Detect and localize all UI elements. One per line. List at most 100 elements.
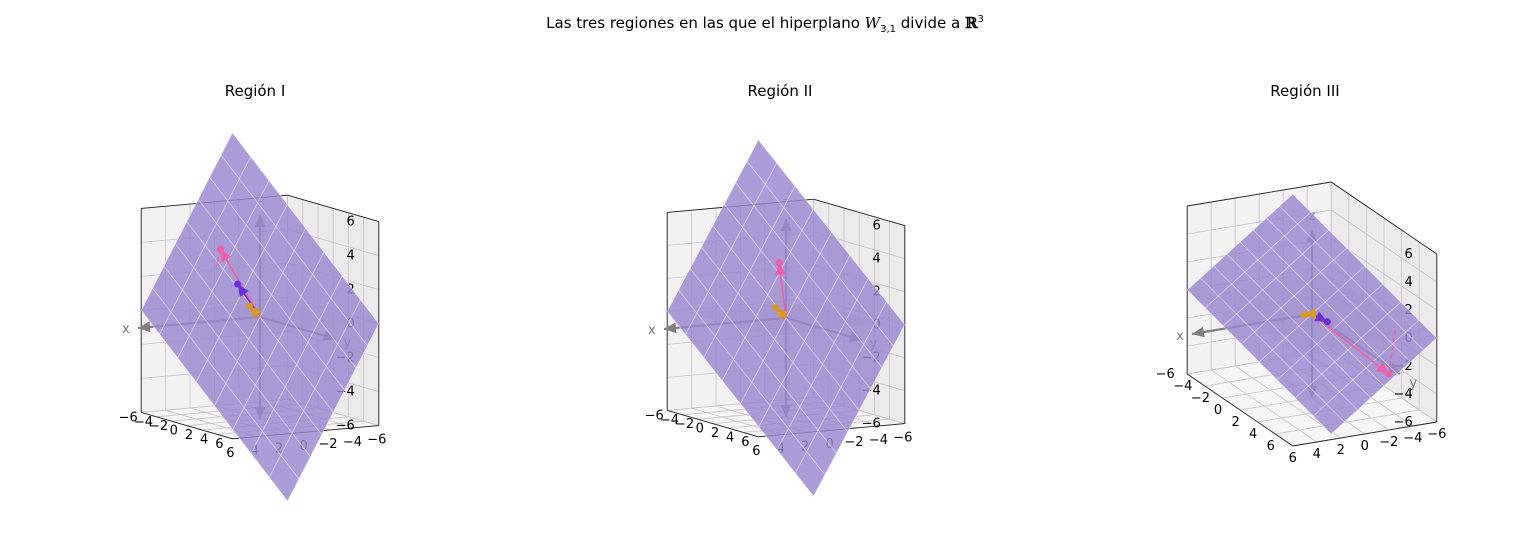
- plane-mesh: [758, 139, 906, 325]
- projection-line: [215, 248, 222, 268]
- x-axis-arrow-head: [664, 322, 677, 334]
- y-tick-label: 4: [726, 430, 734, 445]
- y-tick-label: 4: [200, 432, 208, 447]
- y-tick-label: 6: [1267, 439, 1275, 454]
- y-tick-label: −2: [1191, 391, 1210, 406]
- y-tick-label: −4: [660, 413, 679, 428]
- vector-orange-head: [775, 307, 788, 320]
- y-tick-label: −2: [149, 419, 168, 434]
- grid-line: [1275, 409, 1420, 435]
- grid-line: [1330, 209, 1438, 283]
- plane-mesh: [209, 176, 357, 369]
- plane-mesh: [1240, 247, 1348, 345]
- panel-title: Región III: [1270, 82, 1339, 100]
- y-tick-label: 6: [741, 435, 749, 450]
- plane-mesh: [1252, 229, 1398, 375]
- z-tick-label: 6: [347, 215, 355, 230]
- z-tick-label: −6: [1394, 415, 1413, 430]
- plane-mesh: [1279, 205, 1424, 351]
- z-tick-label: −6: [336, 419, 355, 434]
- x-axis-arrow-head: [138, 321, 151, 333]
- vector-orange-head: [1303, 308, 1317, 320]
- axis-edge: [1187, 181, 1332, 207]
- plane-mesh: [177, 180, 270, 359]
- y-tick-label: 4: [1249, 427, 1257, 442]
- x-axis-label: x: [122, 322, 130, 337]
- vector-orange-point: [771, 304, 779, 312]
- y-tick-label: 6: [215, 437, 223, 452]
- z-tick-label: −6: [862, 417, 881, 432]
- y-axis-label: y: [1409, 376, 1417, 391]
- x-tick-label: 6: [226, 446, 234, 461]
- vector-purple-point: [1323, 318, 1331, 326]
- axis-edge: [1292, 421, 1437, 447]
- y-tick-label: −6: [119, 410, 138, 425]
- panel-region-2: Región II−6−6−6−4−4−4−2−2−2000222444666x…: [645, 82, 912, 497]
- x-tick-label: −4: [343, 435, 362, 450]
- plane-mesh: [1204, 211, 1312, 309]
- x-tick-label: 6: [1289, 451, 1297, 466]
- vector-purple-point: [234, 280, 242, 288]
- z-tick-label: 6: [873, 219, 881, 234]
- plane-mesh: [685, 162, 778, 335]
- axis-edge: [1186, 373, 1294, 447]
- plane-mesh: [746, 161, 894, 347]
- y-tick-label: −6: [645, 408, 664, 423]
- axis-edge: [141, 411, 233, 440]
- axis-edge: [1330, 181, 1438, 255]
- plane-mesh: [723, 203, 871, 390]
- y-tick-label: 0: [1214, 403, 1222, 418]
- y-tick-label: 2: [185, 428, 193, 443]
- panel-region-1: Región I−6−6−6−4−4−4−2−2−2000222444666xy…: [119, 82, 386, 502]
- x-tick-label: −4: [1403, 431, 1422, 446]
- plane-mesh: [735, 182, 883, 368]
- figure-suptitle: Las tres regiones en las que el hiperpla…: [546, 14, 984, 35]
- plane-mesh: [140, 132, 233, 311]
- panel-title: Región I: [225, 82, 286, 100]
- x-tick-label: −4: [869, 433, 888, 448]
- panel-title: Región II: [748, 82, 813, 100]
- y-tick-label: −4: [1173, 379, 1192, 394]
- vector-purple-head: [237, 284, 249, 298]
- x-axis-label: x: [648, 323, 656, 338]
- vector-pink-head: [220, 249, 232, 263]
- vector-pink-point: [775, 259, 783, 267]
- x-tick-label: −2: [844, 435, 863, 450]
- x-tick-label: 4: [1313, 447, 1321, 462]
- vector-orange-point: [245, 302, 253, 310]
- y-tick-label: 2: [1231, 415, 1239, 430]
- plane-mesh: [1292, 193, 1438, 339]
- x-tick-label: −6: [893, 431, 912, 446]
- axis-edge: [667, 409, 759, 438]
- x-tick-label: 6: [752, 444, 760, 459]
- plane-mesh: [1222, 229, 1330, 327]
- z-tick-label: 6: [1405, 247, 1413, 262]
- y-tick-label: 2: [711, 426, 719, 441]
- axis-edge: [287, 194, 379, 223]
- plane-mesh: [220, 154, 368, 347]
- y-tick-label: 0: [170, 424, 178, 439]
- y-tick-label: 0: [696, 422, 704, 437]
- x-tick-label: 2: [1337, 443, 1345, 458]
- vector-orange-head: [249, 306, 262, 319]
- panel-region-3: Región III−6−6−6−4−4−4−2−2−2000222444666…: [1156, 82, 1447, 466]
- plane-mesh: [232, 132, 380, 324]
- plane-mesh: [1186, 193, 1294, 291]
- vector-pink-head: [775, 262, 786, 276]
- vector-pink-head: [1376, 362, 1389, 374]
- z-tick-label: 4: [873, 252, 881, 267]
- plane-mesh: [287, 323, 380, 502]
- x-axis-arrow-head: [1192, 326, 1205, 338]
- x-tick-label: 0: [1361, 439, 1369, 454]
- plane-mesh: [703, 185, 796, 358]
- z-tick-label: 4: [347, 249, 355, 264]
- y-tick-label: −6: [1156, 367, 1175, 382]
- x-tick-label: −6: [1427, 427, 1446, 442]
- vector-purple-head: [1314, 311, 1328, 322]
- z-tick-label: −4: [1394, 387, 1413, 402]
- x-tick-label: −6: [367, 433, 386, 448]
- x-axis-label: x: [1176, 329, 1184, 344]
- z-tick-label: 4: [1405, 275, 1413, 290]
- plane-mesh: [197, 199, 345, 391]
